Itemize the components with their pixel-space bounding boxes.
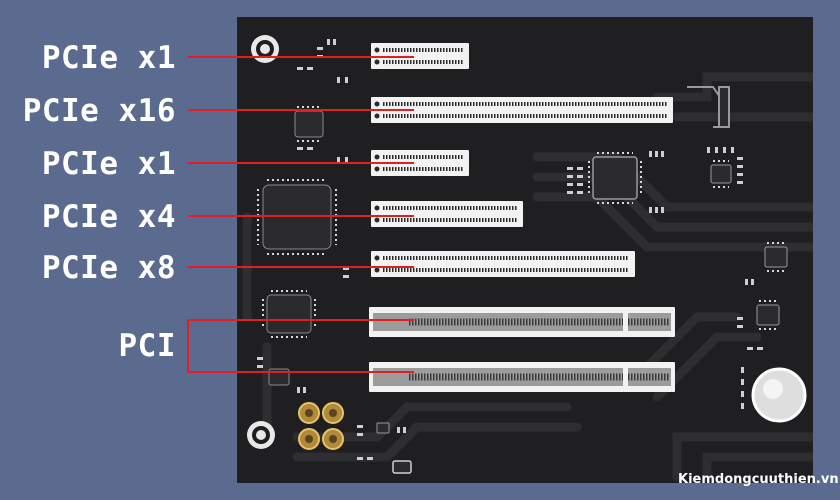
motherboard-drawing — [242, 35, 813, 482]
chip-pins — [257, 106, 785, 338]
smd-components — [257, 39, 763, 460]
slot-pcie-x1-middle — [371, 150, 469, 176]
slot-pci-top — [369, 307, 675, 337]
slot-pcie-x8 — [371, 251, 635, 277]
slot-pcie-x4 — [371, 201, 523, 227]
chip-ic-center-right — [592, 156, 638, 200]
label-pcie-x1-middle: PCIe x1 — [41, 146, 176, 182]
label-pci: PCI — [118, 328, 176, 364]
slot-pci-bottom — [369, 362, 675, 392]
capacitor-tops — [305, 409, 337, 443]
watermark: Kiemdongcuuthien.vn — [678, 472, 839, 487]
slot-pcie-x1-top — [371, 43, 469, 69]
motherboard-illustration — [237, 17, 813, 483]
expansion-slots — [369, 43, 675, 392]
label-pcie-x1-top: PCIe x1 — [41, 40, 176, 76]
label-pcie-x4: PCIe x4 — [41, 199, 176, 235]
label-pcie-x8: PCIe x8 — [41, 250, 176, 286]
small-connector — [392, 460, 412, 474]
cmos-battery — [751, 367, 807, 423]
mount-hole-bottom — [247, 421, 275, 449]
chip-ic-left-mid — [266, 294, 312, 334]
slot-pcie-x16 — [371, 97, 673, 123]
leader-pci-bracket — [187, 319, 414, 373]
bracket-connector — [687, 86, 730, 128]
chip-ic-right-small — [376, 164, 788, 434]
label-pcie-x16: PCIe x16 — [22, 93, 176, 129]
